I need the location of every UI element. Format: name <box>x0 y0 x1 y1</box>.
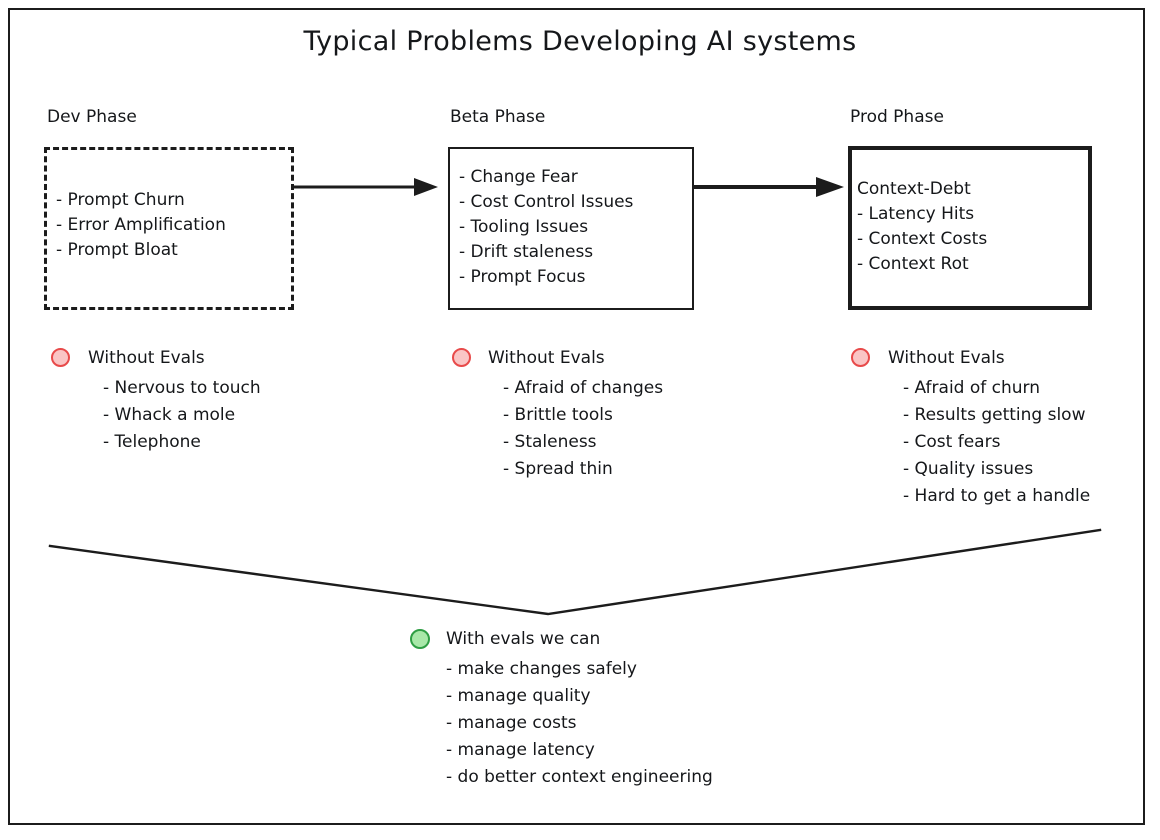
without-evals-items: - Afraid of churn - Results getting slow… <box>903 375 1090 510</box>
phase-item: - Prompt Churn <box>56 190 185 210</box>
list-item: - Quality issues <box>903 459 1034 479</box>
list-item: - Afraid of changes <box>503 378 664 398</box>
phase-item: - Tooling Issues <box>459 217 589 237</box>
phase-item: - Error Amplification <box>56 215 226 235</box>
green-circle-icon <box>410 629 430 649</box>
phase-box-prod <box>848 146 1092 310</box>
phase-item: Context-Debt <box>857 179 971 199</box>
list-item: - Telephone <box>103 432 201 452</box>
without-evals-items: - Afraid of changes - Brittle tools - St… <box>503 375 663 483</box>
phase-box-dev <box>44 147 294 310</box>
with-evals-heading: With evals we can <box>446 629 601 649</box>
diagram-title: Typical Problems Developing AI systems <box>303 26 857 57</box>
phase-item: - Cost Control Issues <box>459 192 634 212</box>
phase-label-beta: Beta Phase <box>450 107 546 127</box>
list-item: - Whack a mole <box>103 405 236 425</box>
with-evals-items: - make changes safely - manage quality -… <box>446 656 713 791</box>
diagram-frame <box>8 8 1145 825</box>
list-item: - Afraid of churn <box>903 378 1041 398</box>
phase-item: - Prompt Bloat <box>56 240 178 260</box>
red-circle-icon <box>851 348 870 367</box>
phase-label-prod: Prod Phase <box>850 107 944 127</box>
phase-item: - Context Rot <box>857 254 969 274</box>
list-item: - manage latency <box>446 740 595 760</box>
without-evals-heading: Without Evals <box>488 348 605 368</box>
phase-item: - Change Fear <box>459 167 578 187</box>
phase-item: - Drift staleness <box>459 242 594 262</box>
arrow-beta-to-prod <box>690 177 844 197</box>
phase-items-beta: - Change Fear - Cost Control Issues - To… <box>459 165 633 290</box>
list-item: - manage costs <box>446 713 577 733</box>
red-circle-icon <box>51 348 70 367</box>
list-item: - Nervous to touch <box>103 378 261 398</box>
list-item: - Brittle tools <box>503 405 613 425</box>
phase-item: - Latency Hits <box>857 204 975 224</box>
phase-items-prod: Context-Debt - Latency Hits - Context Co… <box>857 177 987 277</box>
phase-items-dev: - Prompt Churn - Error Amplification - P… <box>56 188 226 263</box>
arrow-dev-to-beta <box>290 178 438 196</box>
phase-item: - Prompt Focus <box>459 267 586 287</box>
list-item: - Hard to get a handle <box>903 486 1091 506</box>
list-item: - manage quality <box>446 686 591 706</box>
list-item: - do better context engineering <box>446 767 713 787</box>
list-item: - Cost fears <box>903 432 1001 452</box>
list-item: - make changes safely <box>446 659 637 679</box>
without-evals-heading: Without Evals <box>888 348 1005 368</box>
red-circle-icon <box>452 348 471 367</box>
without-evals-items: - Nervous to touch - Whack a mole - Tele… <box>103 375 261 456</box>
phase-box-beta <box>448 147 694 310</box>
without-evals-heading: Without Evals <box>88 348 205 368</box>
list-item: - Spread thin <box>503 459 613 479</box>
list-item: - Staleness <box>503 432 597 452</box>
phase-label-dev: Dev Phase <box>47 107 137 127</box>
list-item: - Results getting slow <box>903 405 1086 425</box>
phase-item: - Context Costs <box>857 229 988 249</box>
